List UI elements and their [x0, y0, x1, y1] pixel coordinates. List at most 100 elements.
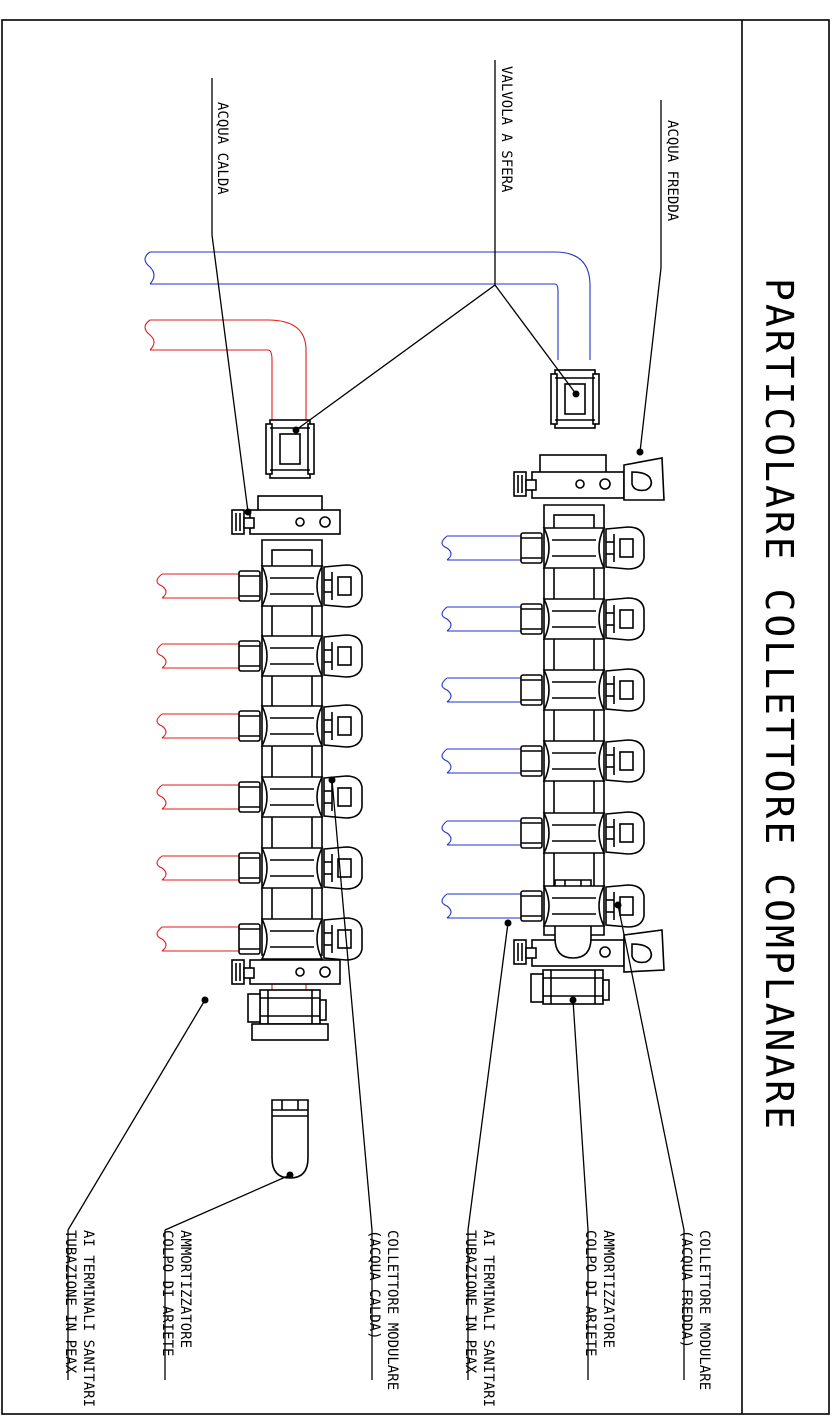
label-acqua-calda: ACQUA CALDA: [214, 102, 230, 195]
hot-body-segment: [260, 918, 324, 960]
cold-branch-pipe: [441, 535, 522, 561]
hot-branch-pipe: [156, 643, 240, 669]
leader-acqua-fredda: [639, 100, 662, 453]
label-hot-ammortizzatore: AMMORTIZZATORE COLPO DI ARIETE: [159, 1230, 193, 1356]
leader-valvola-1: [295, 60, 496, 431]
cold-outlet: [441, 526, 645, 570]
cold-wall-slot-top: [631, 471, 653, 492]
cold-body-segment: [542, 527, 606, 569]
leader-dot: [614, 901, 622, 909]
cold-branch-pipe: [441, 820, 522, 846]
leader-cold-collettore: [617, 904, 685, 1380]
label-text: COLPO DI ARIETE: [159, 1230, 175, 1356]
leader-dot: [292, 426, 300, 434]
label-text: TUBAZIONE IN PEAX: [62, 1230, 78, 1374]
hot-outlet-fitting: [238, 640, 261, 672]
label-text: AMMORTIZZATORE: [600, 1230, 616, 1348]
cold-outlet-cap: [605, 668, 645, 712]
cold-body-segment: [542, 669, 606, 711]
hot-outlet: [156, 846, 363, 890]
leader-hot-ammortizzatore: [164, 1174, 291, 1380]
hot-bracket-bolt: [295, 517, 305, 527]
hot-body-segment: [260, 847, 324, 889]
cold-outlet-fitting: [520, 817, 543, 849]
cold-outlet-cap: [605, 526, 645, 570]
cold-outlet: [441, 811, 645, 855]
hot-outlet-fitting: [238, 923, 261, 955]
hot-branch-pipe: [156, 855, 240, 881]
leader-cold-ammortizzatore: [572, 999, 589, 1380]
hot-outlet-fitting: [238, 781, 261, 813]
cold-outlet-cap: [605, 739, 645, 783]
hot-outlet-fitting: [238, 710, 261, 742]
label-cold-ammortizzatore: AMMORTIZZATORE COLPO DI ARIETE: [582, 1230, 616, 1356]
hot-body-segment: [260, 635, 324, 677]
hot-branch-pipe: [156, 784, 240, 810]
cold-body-segment: [542, 598, 606, 640]
leader-hot-terminali: [67, 999, 206, 1380]
cold-ball-valve: [550, 369, 600, 429]
hot-bracket-bolt: [319, 516, 331, 528]
hot-bracket-bolt: [319, 966, 331, 978]
label-text: (ACQUA CALDA): [366, 1230, 382, 1340]
hot-water-hammer-arrester: [271, 1099, 309, 1179]
hot-body-segment: [260, 565, 324, 607]
label-text: AMMORTIZZATORE: [177, 1230, 193, 1348]
hot-outlet: [156, 917, 363, 961]
hot-outlet-fitting: [238, 570, 261, 602]
label-text: (ACQUA FREDDA): [678, 1230, 694, 1348]
leader-valvola-2: [494, 284, 577, 395]
label-text: AI TERMINALI SANITARI: [80, 1230, 96, 1407]
hot-bracket-bottom: [249, 959, 341, 985]
cold-manifold-body: [543, 504, 605, 936]
cold-water-pipes: [144, 251, 591, 880]
label-hot-terminali: AI TERMINALI SANITARI TUBAZIONE IN PEAX: [62, 1230, 96, 1407]
cold-outlet-cap: [605, 884, 645, 928]
label-hot-collettore: COLLETTORE MODULARE (ACQUA CALDA): [366, 1230, 400, 1390]
label-text: AI TERMINALI SANITARI: [480, 1230, 496, 1407]
leader-cold-terminali: [467, 922, 509, 1380]
hot-outlet-cap: [323, 564, 363, 608]
leader-dot: [328, 776, 336, 784]
hot-outlet: [156, 775, 363, 819]
hot-end-coupling: [247, 989, 327, 1025]
cold-bracket-bolt: [599, 946, 611, 958]
cold-outlet-fitting: [520, 603, 543, 635]
label-valvola-a-sfera: VALVOLA A SFERA: [498, 66, 514, 193]
leader-dot: [244, 508, 252, 516]
label-text: COLPO DI ARIETE: [582, 1230, 598, 1356]
cold-outlet-cap: [605, 811, 645, 855]
label-text: COLLETTORE MODULARE: [696, 1230, 712, 1390]
leader-dot: [504, 919, 512, 927]
leader-dot: [636, 448, 644, 456]
manifold-outlets: [156, 526, 645, 961]
hot-outlet-cap: [323, 846, 363, 890]
hot-outlet: [156, 704, 363, 748]
leader-hot-collettore: [331, 779, 373, 1380]
cold-nut-top: [539, 454, 607, 474]
leader-dot: [572, 390, 580, 398]
drawing-frame: [1, 19, 830, 1415]
hot-end-nut: [251, 1023, 329, 1041]
cold-branch-pipe: [441, 893, 522, 919]
cold-supply-pipe: [150, 251, 591, 360]
label-cold-terminali: AI TERMINALI SANITARI TUBAZIONE IN PEAX: [462, 1230, 496, 1407]
hot-branch-pipe: [156, 926, 240, 952]
hot-outlet-fitting: [238, 852, 261, 884]
cold-outlet: [441, 739, 645, 783]
leader-dot: [201, 996, 209, 1004]
cold-body-segment: [542, 812, 606, 854]
cold-bracket-bolt: [599, 478, 611, 490]
label-text: ACQUA CALDA: [214, 102, 230, 195]
cold-outlet-cap: [605, 597, 645, 641]
cold-outlet-fitting: [520, 890, 543, 922]
hot-bracket-bolt: [295, 967, 305, 977]
cold-body-segment: [542, 885, 606, 927]
leader-acqua-calda: [211, 78, 249, 513]
cold-bracket-bolt: [575, 479, 585, 489]
label-cold-collettore: COLLETTORE MODULARE (ACQUA FREDDA): [678, 1230, 712, 1390]
hot-branch-pipe: [156, 573, 240, 599]
hot-branch-pipe: [156, 713, 240, 739]
cold-outlet-fitting: [520, 532, 543, 564]
hot-bracket-top: [249, 509, 341, 535]
